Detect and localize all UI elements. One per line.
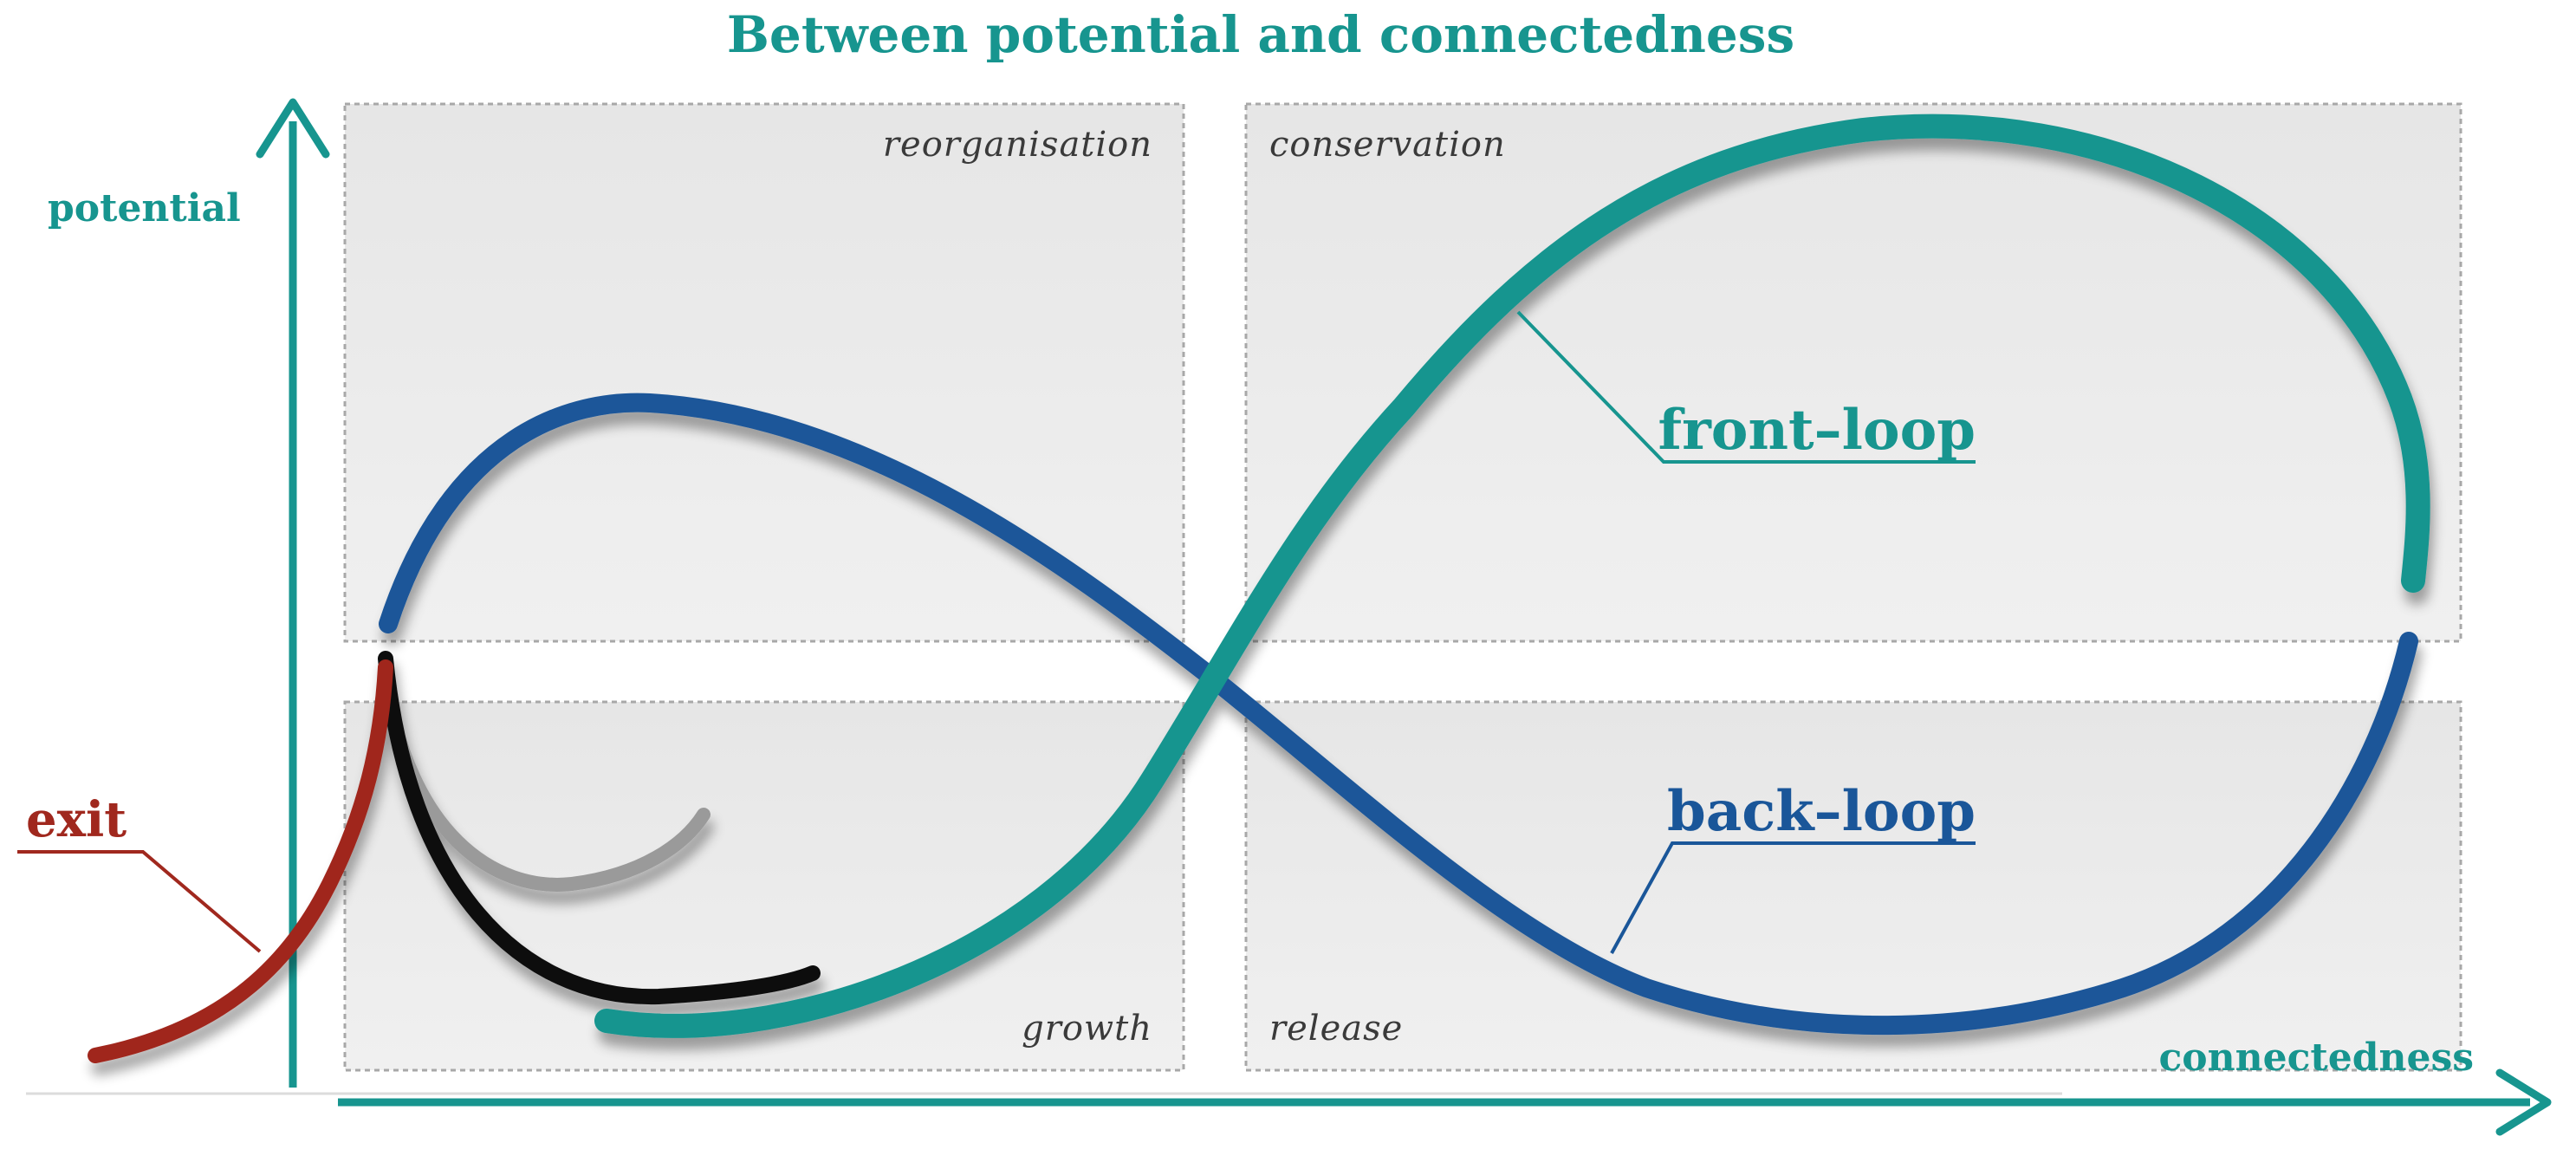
quadrant-release (1244, 700, 2462, 1072)
back-loop-curve (379, 393, 2418, 1036)
front-loop-label: front–loop (1658, 398, 1976, 463)
exit-curve (88, 659, 393, 1063)
quadrant-label-reorganisation: reorganisation (883, 125, 1152, 165)
front-loop-leader (1516, 310, 1976, 464)
quadrant-label-growth: growth (1022, 1009, 1152, 1049)
x-axis-label: connectedness (2158, 1036, 2474, 1080)
back-loop-leader (1610, 841, 1976, 954)
quadrant-label-conservation: conservation (1269, 125, 1506, 165)
x-axis (26, 1068, 2552, 1136)
y-axis (256, 98, 330, 1088)
exit-label: exit (26, 791, 127, 848)
black-arc (378, 651, 821, 1005)
back-loop-label: back–loop (1667, 779, 1976, 844)
front-loop-curve (594, 114, 2430, 1038)
y-axis-label: potential (48, 186, 241, 231)
exit-leader (17, 850, 262, 953)
diagram-title: Between potential and connectedness (727, 5, 1794, 64)
quadrant-label-release: release (1269, 1009, 1403, 1049)
